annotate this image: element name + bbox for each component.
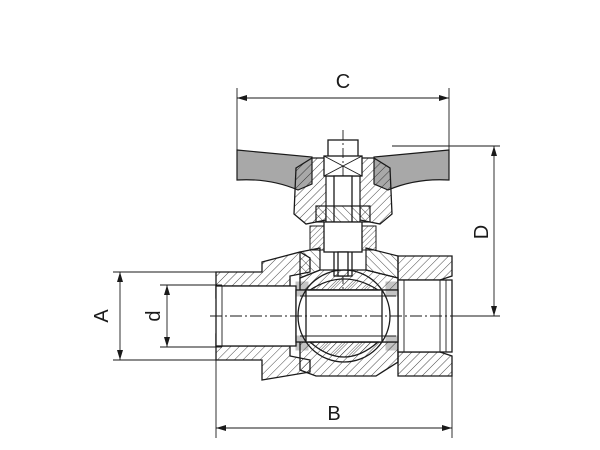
dimension-label-a: A (91, 309, 113, 323)
dimension-label-d: D (471, 225, 493, 239)
valve-stem (309, 175, 377, 277)
stem-nut (323, 130, 363, 290)
dimension-label-c: C (336, 71, 350, 93)
dimension-d-small: d (143, 284, 222, 348)
dimension-label-b: B (327, 403, 340, 425)
dimension-d: D (392, 145, 500, 317)
dimension-c: C (236, 71, 450, 178)
dimension-a: A (91, 271, 222, 361)
dimension-b: B (215, 360, 453, 438)
dimension-label-d-small: d (143, 310, 165, 321)
valve-body (210, 247, 458, 381)
